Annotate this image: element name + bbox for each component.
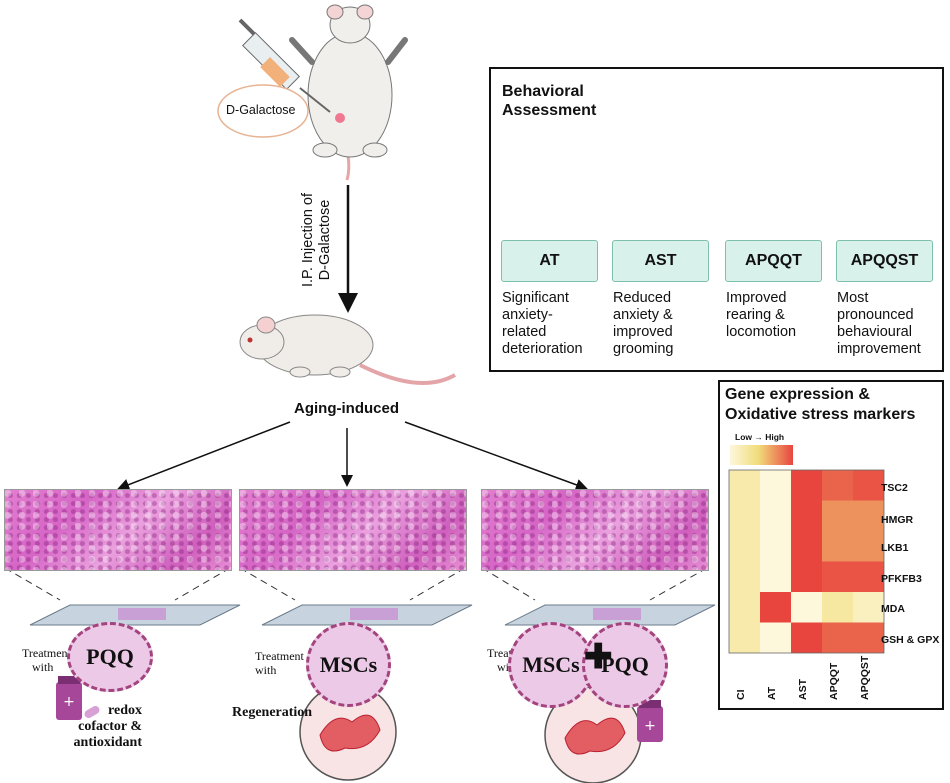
- behavioral-title-line-2: Assessment: [502, 102, 597, 119]
- treatment-prefix: Treatment: [255, 649, 304, 663]
- heatmap-cell-gsh-gpx-ci: [729, 622, 760, 653]
- heatmap-cell-pfkfb3-at: [760, 561, 791, 592]
- svg-text:+: +: [644, 718, 656, 734]
- row-label-pfkfb3: PFKFB3: [881, 573, 922, 585]
- pill-bottle-icon-right: +: [637, 700, 663, 742]
- row-label-lkb1: LKB1: [881, 542, 909, 554]
- cell-icon-center: [299, 683, 397, 781]
- heatmap-cell-hmgr-at: [760, 500, 791, 531]
- behavioral-assessment-panel: [489, 67, 944, 372]
- heatmap-cell-mda-ci: [729, 592, 760, 623]
- pqq-circle: PQQ: [67, 622, 153, 692]
- mscs-circle: MSCs: [306, 622, 391, 707]
- histology-image-mscs: [239, 489, 467, 571]
- heatmap-cell-gsh-gpx-at: [760, 622, 791, 653]
- heatmap-cell-hmgr-apqqt: [822, 500, 853, 531]
- branch-arrow-left: [117, 421, 291, 491]
- plus-icon: ✚: [584, 638, 613, 676]
- zoom-lines: [4, 567, 708, 601]
- group-desc-apqqst: Most pronounced behavioural improvement: [837, 290, 921, 357]
- histology-image-combined: [481, 489, 709, 571]
- aging-induced-label: Aging-induced: [294, 400, 399, 417]
- pqq-note-line-3: antioxidant: [73, 735, 142, 750]
- histology-image-pqq: [4, 489, 232, 571]
- treatment-label-pqq: Treatment with: [22, 646, 71, 674]
- heatmap-legend-bar: [730, 445, 793, 465]
- row-label-gsh-gpx: GSH & GPX: [881, 634, 940, 646]
- heatmap-cell-tsc2-ast: [791, 470, 822, 501]
- regeneration-label: Regeneration: [232, 705, 313, 720]
- mouse-upright-icon: [289, 4, 408, 181]
- heatmap-cell-tsc2-at: [760, 470, 791, 501]
- pqq-note: redox cofactor & antioxidant: [56, 703, 142, 751]
- behavioral-title-line-1: Behavioral: [502, 83, 584, 100]
- pqq-note-line-1: redox: [108, 703, 142, 718]
- heatmap-cell-tsc2-ci: [729, 470, 760, 501]
- row-label-hmgr: HMGR: [881, 514, 914, 526]
- row-label-mda: MDA: [881, 603, 905, 615]
- col-label-apqqt: APQQT: [828, 662, 840, 700]
- group-desc-apqqt: Improved rearing & locomotion: [726, 290, 797, 340]
- d-galactose-bubble: [217, 84, 309, 138]
- heatmap-cell-mda-at: [760, 592, 791, 623]
- col-label-at: AT: [766, 686, 778, 700]
- heatmap-cell-pfkfb3-ast: [791, 561, 822, 592]
- treatment-prefix: Treatment: [22, 646, 71, 660]
- heatmap-frame: [728, 469, 885, 654]
- mouse-aged-icon: [239, 314, 456, 385]
- heatmap-cell-lkb1-at: [760, 531, 791, 562]
- col-label-apqqst: APQQST: [859, 655, 871, 700]
- group-badge-apqqst: APQQST: [836, 240, 933, 282]
- treatment-with: with: [255, 663, 277, 677]
- pqq-circle-combined: PQQ: [582, 622, 668, 708]
- heatmap-title: Gene expression & Oxidative stress marke…: [725, 385, 915, 425]
- heatmap-cell-tsc2-apqqst: [853, 470, 884, 501]
- heatmap-cell-mda-ast: [791, 592, 822, 623]
- heatmap-legend-label: Low → High: [735, 432, 785, 442]
- group-badge-apqqt: APQQT: [725, 240, 822, 282]
- heatmap-cell-pfkfb3-apqqt: [822, 561, 853, 592]
- heatmap-cell-tsc2-apqqt: [822, 470, 853, 501]
- group-desc-at: Significant anxiety-related deterioratio…: [502, 290, 583, 357]
- heatmap-cell-lkb1-apqqst: [853, 531, 884, 562]
- d-galactose-label: D-Galactose: [226, 103, 296, 117]
- heatmap-cell-mda-apqqt: [822, 592, 853, 623]
- group-desc-ast: Reduced anxiety & improved grooming: [613, 290, 674, 357]
- mscs-circle-combined: MSCs: [508, 622, 594, 708]
- heatmap-title-line-2: Oxidative stress markers: [725, 406, 916, 423]
- col-label-ast: AST: [797, 679, 809, 700]
- col-label-ci: CI: [735, 689, 747, 701]
- heatmap-cell-pfkfb3-apqqst: [853, 561, 884, 592]
- heatmap-cell-gsh-gpx-apqqst: [853, 622, 884, 653]
- slide-icons: [29, 604, 716, 626]
- heatmap-cell-pfkfb3-ci: [729, 561, 760, 592]
- group-badge-ast: AST: [612, 240, 709, 282]
- branch-arrow-right: [404, 421, 588, 491]
- behavioral-title: Behavioral Assessment: [502, 82, 596, 120]
- row-label-tsc2: TSC2: [881, 482, 908, 494]
- pill-bottle-icon-left: +: [56, 676, 100, 720]
- heatmap-cell-lkb1-apqqt: [822, 531, 853, 562]
- treatment-label-mscs: Treatment with: [255, 649, 304, 677]
- heatmap-cell-lkb1-ci: [729, 531, 760, 562]
- svg-text:+: +: [63, 694, 75, 710]
- heatmap-cell-hmgr-ci: [729, 500, 760, 531]
- heatmap-title-line-1: Gene expression &: [725, 386, 870, 403]
- heatmap-cell-mda-apqqst: [853, 592, 884, 623]
- heatmap-cell-gsh-gpx-ast: [791, 622, 822, 653]
- pqq-note-line-2: cofactor &: [78, 719, 142, 734]
- group-badge-at: AT: [501, 240, 598, 282]
- heatmap-cell-hmgr-ast: [791, 500, 822, 531]
- treatment-with: with: [32, 660, 54, 674]
- heatmap-cell-hmgr-apqqst: [853, 500, 884, 531]
- syringe-icon: [238, 18, 331, 113]
- heatmap-cell-gsh-gpx-apqqt: [822, 622, 853, 653]
- heatmap-cell-lkb1-ast: [791, 531, 822, 562]
